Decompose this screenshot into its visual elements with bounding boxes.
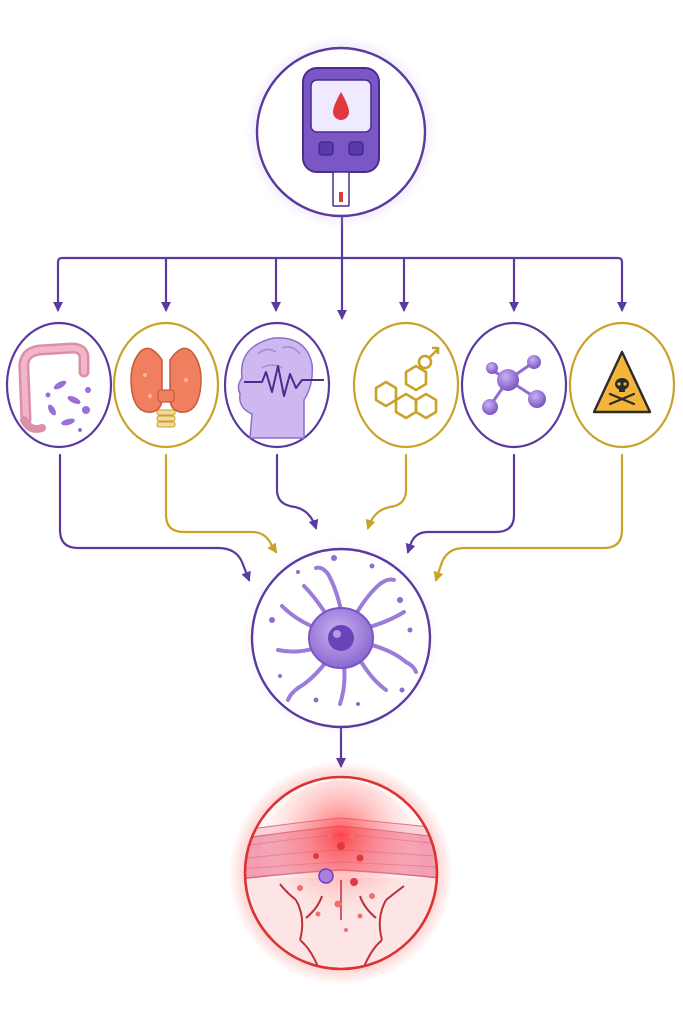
thyroid-icon [130,347,202,428]
intestine-microbiome-icon [18,342,91,433]
inflamed-skin-node [229,761,453,985]
factor-node-brain [223,321,331,449]
hormone-molecule-icon [374,346,440,420]
glucose-meter-node [245,36,437,228]
cell-particles [269,555,413,706]
factor-node-thyroid [112,321,220,449]
factor-node-molecules [460,321,568,449]
brain-stress-icon [237,337,324,439]
factor-node-hormone [352,321,460,449]
connector-lines [53,213,627,768]
inflamed-skin-icon [245,777,437,969]
immune-cell-node [243,540,439,736]
factor-node-gut [5,321,113,449]
toxin-warning-icon [592,350,652,414]
glucose-meter-icon [302,67,380,207]
factor-node-toxin [568,321,676,449]
molecule-network-icon [482,355,546,415]
immune-cell-icon [276,565,418,706]
